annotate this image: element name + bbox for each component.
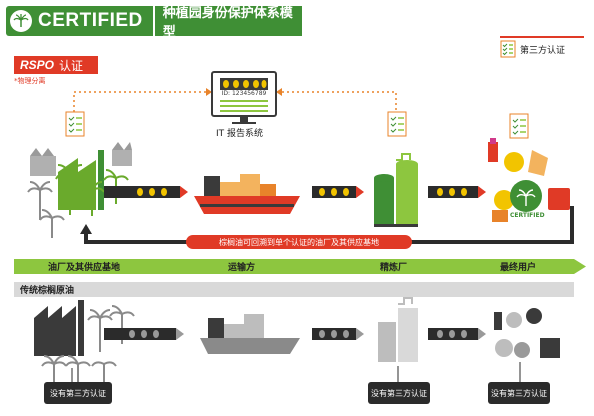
- page-title: 种植园身份保护体系模型: [152, 6, 302, 40]
- rspo-cert: 认证: [59, 58, 84, 73]
- flow-arrow-mill-to-ship: [104, 186, 188, 198]
- it-system-label: IT 报告系统: [216, 129, 264, 139]
- no-cert-label-refinery: 没有第三方认证: [368, 382, 430, 404]
- stage-transport: 运输方: [228, 263, 256, 273]
- palm-logo-icon: [10, 10, 32, 32]
- trad-consumer-products-icon: [494, 308, 560, 358]
- trad-flow-arrow-1: [104, 328, 184, 340]
- connector-arrow-right: [276, 88, 282, 96]
- products-certified-label: CERTIFIED: [510, 212, 545, 219]
- trad-flow-arrow-2: [312, 328, 364, 340]
- certificate-icon-refinery: [387, 111, 407, 137]
- connector-arrow-left: [206, 88, 212, 96]
- no-cert-label-mill: 没有第三方认证: [44, 382, 112, 404]
- stage-bar: [14, 259, 574, 274]
- trad-refinery-tanks-icon: [378, 297, 418, 362]
- certificate-icon: [500, 40, 516, 58]
- it-id-text: ID: 123456789: [221, 90, 267, 97]
- flow-arrow-refinery-to-user: [428, 186, 486, 198]
- legend-third-party: 第三方认证: [500, 36, 584, 60]
- rspo-brand: RSPO: [20, 58, 55, 72]
- flow-arrow-ship-to-refinery: [312, 186, 364, 198]
- stage-refinery: 精炼厂: [380, 263, 408, 273]
- consumer-products-icon: [488, 138, 570, 222]
- cargo-ship-icon: [194, 174, 300, 214]
- stage-end-user: 最终用户: [500, 263, 537, 273]
- feedback-label: 棕榈油可回溯到单个认证的油厂及其供应基地: [186, 235, 412, 249]
- it-connectors: [73, 91, 397, 112]
- refinery-tanks-icon: [374, 153, 418, 227]
- certified-badge: CERTIFIED 种植园身份保护体系模型: [6, 6, 302, 40]
- certificate-icon-end-user: [509, 113, 529, 139]
- traditional-bar: [14, 282, 574, 297]
- trad-cargo-ship-icon: [200, 314, 300, 354]
- legend-label: 第三方认证: [520, 45, 566, 56]
- certified-text: CERTIFIED: [38, 10, 143, 31]
- traditional-label: 传统棕榈原油: [20, 286, 75, 296]
- trad-mill-factory-icon: [34, 300, 135, 388]
- stage-bar-arrowhead: [574, 259, 586, 274]
- connector-left: [73, 91, 206, 112]
- no-cert-label-end-user: 没有第三方认证: [488, 382, 550, 404]
- rspo-note: *物理分离: [14, 77, 46, 85]
- feedback-arrowhead: [80, 224, 92, 234]
- certificate-icon-mill: [65, 111, 85, 137]
- connector-right: [282, 91, 397, 112]
- stage-mill: 油厂及其供应基地: [48, 263, 121, 273]
- rspo-label: RSPO 认证: [14, 56, 98, 74]
- certified-logo-block: CERTIFIED: [6, 6, 153, 36]
- trad-flow-arrow-3: [428, 328, 486, 340]
- it-monitor-icon: [211, 71, 277, 124]
